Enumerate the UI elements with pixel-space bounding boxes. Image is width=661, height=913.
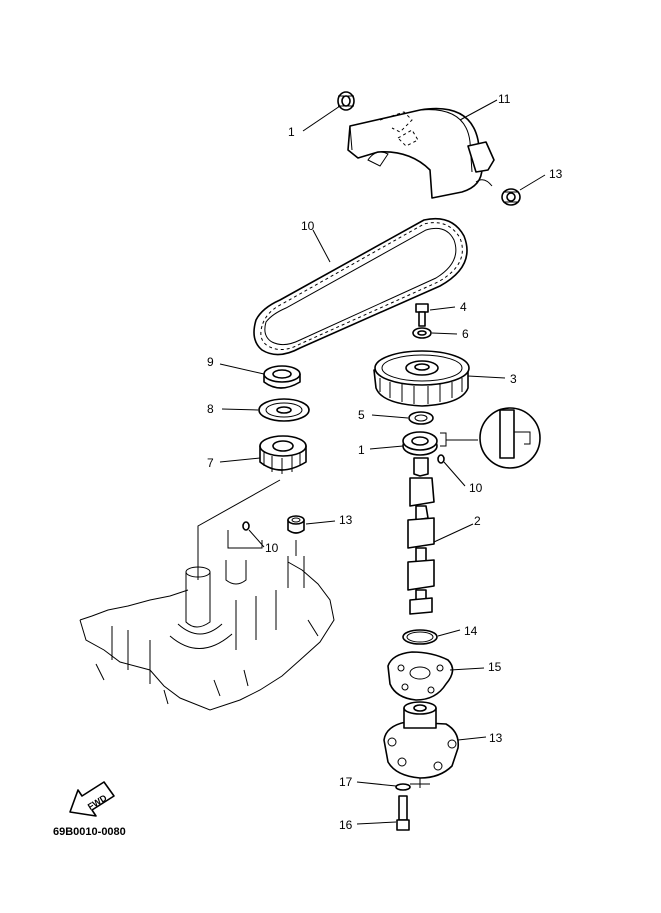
part-13-grommet-right [501, 188, 521, 206]
part-6-washer [412, 327, 432, 339]
part-5-washer [408, 411, 434, 425]
leader-lines [219, 99, 546, 825]
key-detail-inset [440, 407, 541, 469]
part-10-dowel-pin-right [437, 454, 445, 464]
part-11-timing-belt [253, 217, 468, 356]
part-16-o-ring [402, 629, 438, 645]
part-8-plate [258, 398, 310, 422]
part-10-dowel-pin-left [242, 521, 250, 531]
callout-17: 15 [488, 660, 502, 674]
engine-block-outline [79, 479, 335, 711]
callout-14: 13 [339, 513, 353, 527]
callout-13b: 13 [549, 167, 563, 181]
callout-12: 11 [498, 92, 511, 106]
callout-11: 10 [301, 219, 315, 233]
part-7-drive-sprocket [259, 435, 307, 474]
callout-labels: 1 11 13 10 4 6 3 5 1 10 2 13 10 9 8 7 14… [207, 92, 563, 832]
part-4-bolt [415, 303, 429, 327]
callout-6: 6 [462, 327, 469, 341]
callout-16: 14 [464, 624, 478, 638]
callout-13a: 1 [288, 125, 295, 139]
part-2-camshaft [407, 457, 435, 615]
callout-5: 5 [358, 408, 365, 422]
part-13-grommet-top [337, 91, 355, 111]
part-12-belt-cover [347, 107, 495, 199]
part-9-oil-seal [263, 365, 301, 389]
callout-7: 7 [207, 456, 214, 470]
part-17-gasket [387, 651, 454, 701]
callout-4: 4 [460, 300, 467, 314]
part-3-driven-sprocket [373, 350, 470, 407]
callout-8: 8 [207, 402, 214, 416]
fwd-arrow-icon: FWD [69, 781, 115, 817]
callout-9: 9 [207, 355, 214, 369]
diagram-code: 69B0010-0080 [53, 826, 126, 838]
part-15-oil-pump [383, 701, 460, 788]
callout-18: 16 [339, 818, 353, 832]
callout-15: 13 [489, 731, 503, 745]
part-19-washer [395, 783, 411, 791]
callout-1: 1 [358, 443, 365, 457]
callout-2: 2 [474, 514, 481, 528]
part-18-bolt [396, 795, 410, 831]
callout-10a: 10 [469, 481, 483, 495]
callout-3: 3 [510, 372, 517, 386]
callout-19: 17 [339, 775, 353, 789]
callout-10b: 10 [265, 541, 279, 555]
part-14-cap [287, 515, 305, 534]
part-1-hub [402, 431, 438, 456]
